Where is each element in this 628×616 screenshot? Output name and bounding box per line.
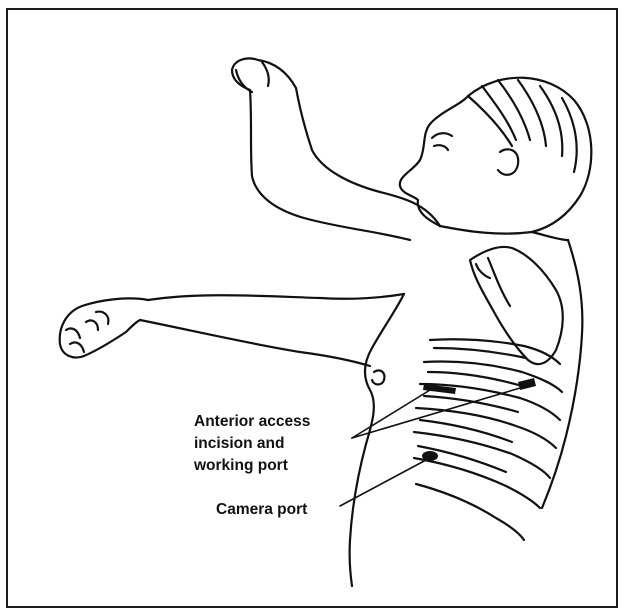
nipple xyxy=(372,370,384,384)
raised-arm-upper xyxy=(250,90,410,240)
label-anterior-line2: incision and xyxy=(194,435,284,452)
label-anterior-line3: working port xyxy=(193,457,288,474)
rib-6 xyxy=(414,458,540,508)
head-outline xyxy=(468,78,591,232)
rib-4 xyxy=(416,408,556,448)
label-camera-port: Camera port xyxy=(216,501,307,518)
eyebrow xyxy=(432,133,452,138)
leader-anterior-1 xyxy=(352,390,430,438)
extended-arm-upper xyxy=(148,294,404,300)
eye xyxy=(434,145,448,150)
raised-arm-lower xyxy=(296,88,440,226)
torso-back xyxy=(542,240,582,508)
torso-front xyxy=(350,294,404,586)
label-anterior-line1: Anterior access xyxy=(194,413,310,430)
shoulder xyxy=(440,226,568,240)
rib-7 xyxy=(416,484,524,540)
extended-arm-lower xyxy=(140,320,370,366)
ear xyxy=(498,149,518,175)
leader-anterior-2 xyxy=(352,388,520,438)
scapula xyxy=(470,247,563,364)
face-profile xyxy=(400,96,468,226)
leader-camera xyxy=(340,460,426,506)
camera-port-mark xyxy=(422,451,438,461)
